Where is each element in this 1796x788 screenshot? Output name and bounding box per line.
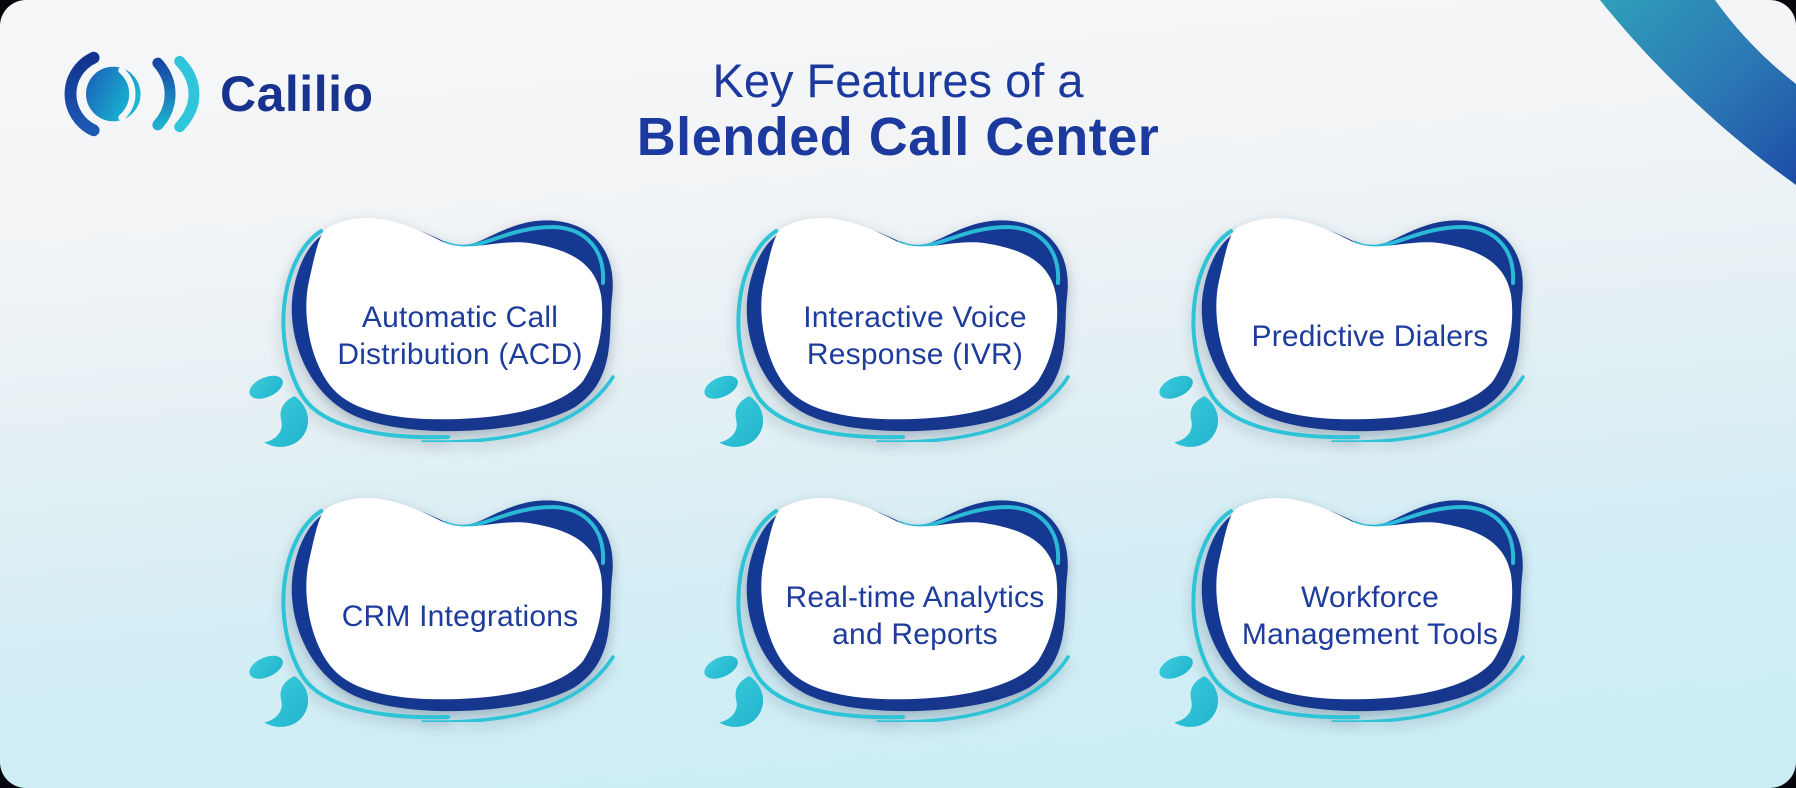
feature-card-crm-integrations: CRM Integrations <box>245 477 623 727</box>
page-title: Key Features of a Blended Call Center <box>0 54 1796 168</box>
feature-card-label: CRM Integrations <box>341 599 579 633</box>
brand-logo: Calilio <box>56 46 374 142</box>
water-splash-icon <box>1155 373 1219 447</box>
water-splash-icon <box>245 373 309 447</box>
feature-card-label: Automatic Call Distribution (ACD) <box>337 301 583 371</box>
feature-card-label: Workforce Management Tools <box>1241 581 1499 651</box>
water-splash-icon <box>700 373 764 447</box>
title-line-2: Blended Call Center <box>636 107 1160 168</box>
feature-card-workforce-management: Workforce Management Tools <box>1155 477 1533 727</box>
feature-card-label: Real-time Analytics and Reports <box>785 581 1045 651</box>
brand-name: Calilio <box>220 66 374 122</box>
soundwave-call-icon <box>64 51 200 137</box>
feature-card-ivr: Interactive Voice Response (IVR) <box>700 197 1078 447</box>
feature-card-realtime-analytics: Real-time Analytics and Reports <box>700 477 1078 727</box>
water-splash-icon <box>1155 653 1219 727</box>
feature-card-label: Predictive Dialers <box>1251 319 1489 353</box>
feature-card-predictive-dialers: Predictive Dialers <box>1155 197 1533 447</box>
title-line-1: Key Features of a <box>712 54 1084 107</box>
corner-swoosh-band <box>1600 0 1796 185</box>
water-splash-icon <box>245 653 309 727</box>
feature-card-label: Interactive Voice Response (IVR) <box>803 301 1027 371</box>
water-splash-icon <box>700 653 764 727</box>
feature-card-acd: Automatic Call Distribution (ACD) <box>245 197 623 447</box>
